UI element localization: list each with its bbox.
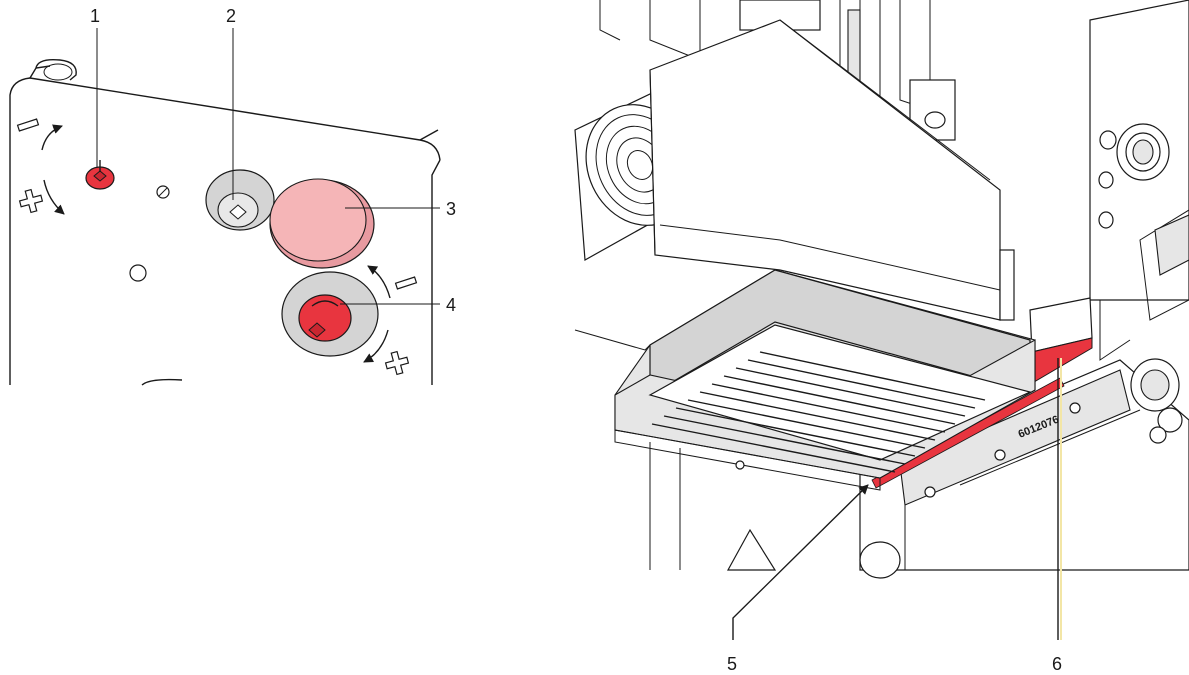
leader-5 (732, 484, 869, 640)
right-machine-view: 6012076 (574, 0, 1189, 674)
rotate-arrow-up-icon (41, 124, 63, 151)
rotate-arrow-up-icon (367, 265, 391, 299)
plus-sign (18, 188, 44, 214)
tray (614, 269, 1036, 570)
right-housing (1089, 0, 1189, 321)
eccentric-4 (281, 271, 379, 357)
rotate-arrow-down-icon (363, 329, 389, 363)
lower-mechanism: 6012076 (726, 300, 1189, 579)
plus-sign (384, 350, 410, 376)
rotate-arrow-down-icon (43, 179, 65, 215)
hole (129, 264, 147, 282)
eccentric-2 (205, 169, 275, 231)
screw-1 (85, 160, 115, 190)
minus-sign (394, 276, 418, 290)
tray-slots (651, 351, 986, 473)
callout-6: 6 (1052, 654, 1062, 674)
callout-2: 2 (226, 6, 236, 26)
print-head-body (649, 19, 1015, 321)
callout-3: 3 (446, 199, 456, 219)
callout-1: 1 (90, 6, 100, 26)
minus-sign (16, 118, 40, 132)
roller-3 (269, 178, 375, 269)
callout-4: 4 (446, 295, 456, 315)
callout-5: 5 (727, 654, 737, 674)
left-adjustment-panel: 1 2 3 4 (9, 6, 456, 386)
